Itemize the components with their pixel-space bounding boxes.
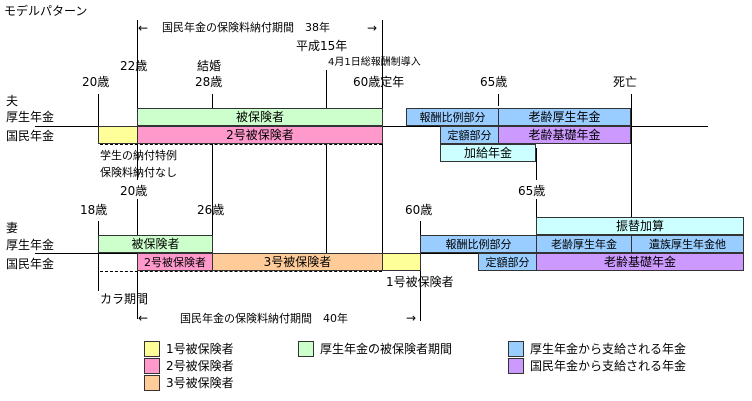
legend-swatch-cat2 xyxy=(144,358,160,374)
legend-cat1: 1号被保険者 xyxy=(166,342,234,356)
student-note: 学生の納付特例 xyxy=(100,149,177,162)
legend-kosei-period: 厚生年金の被保険者期間 xyxy=(320,342,453,356)
husband-rourei-kiso-box: 老齢基礎年金 xyxy=(498,126,631,144)
marriage-label: 結婚 xyxy=(197,59,222,73)
wife-rourei-kosei-box: 老齢厚生年金 xyxy=(536,235,632,253)
line-husband-20 xyxy=(98,94,99,144)
husband-kosei-insured-box: 被保険者 xyxy=(137,108,383,126)
legend-swatch-cat1 xyxy=(144,341,160,357)
wife-furikae-box: 振替加算 xyxy=(536,217,744,235)
arrow-left-icon: ← xyxy=(138,21,149,35)
line-reform xyxy=(326,70,327,270)
reform-label: 4月1日総報酬制導入 xyxy=(328,57,421,68)
husband-age-65: 65歳 xyxy=(480,75,508,89)
husband-dashed-line xyxy=(100,144,382,145)
wife-cat1-box xyxy=(382,253,421,271)
arrow-right-icon: → xyxy=(406,311,417,325)
wife-hoshu-box: 報酬比例部分 xyxy=(420,235,537,253)
legend-swatch-cat3 xyxy=(144,375,160,391)
wife-payment-period: 国民年金の保険料納付期間 40年 xyxy=(180,312,348,325)
legend-kokumin-pay: 国民年金から支給される年金 xyxy=(530,359,687,373)
wife-cat3-box: 3号被保険者 xyxy=(212,253,383,271)
line-husband-60 xyxy=(382,20,383,150)
legend-swatch-kosei-pay xyxy=(508,341,524,357)
death-label: 死亡 xyxy=(613,75,638,89)
husband-rourei-kosei-box: 老齢厚生年金 xyxy=(498,108,631,126)
wife-dashed-line xyxy=(100,271,382,272)
line-husband-22 xyxy=(137,20,138,150)
wife-cat1-label: 1号被保険者 xyxy=(386,275,454,289)
legend-swatch-kokumin-pay xyxy=(508,358,524,374)
wife-age-20: 20歳 xyxy=(120,184,148,198)
wife-izoku-kosei-box: 遺族厚生年金他 xyxy=(631,235,744,253)
line-wife-20-upper xyxy=(137,150,138,180)
kara-period-label: カラ期間 xyxy=(100,292,149,306)
husband-label: 夫 xyxy=(6,94,19,108)
wife-kosei-label: 厚生年金 xyxy=(6,238,55,252)
husband-teigaku-box: 定額部分 xyxy=(440,126,499,144)
line-death xyxy=(631,94,632,217)
wife-teigaku-box: 定額部分 xyxy=(478,253,537,271)
no-payment-note: 保険料納付なし xyxy=(100,166,177,179)
retirement-age-label: 60歳定年 xyxy=(353,75,405,89)
wife-age-60: 60歳 xyxy=(405,203,433,217)
legend-swatch-kosei-period xyxy=(298,341,314,357)
legend-kosei-pay: 厚生年金から支給される年金 xyxy=(530,342,687,356)
husband-cat2-box: 2号被保険者 xyxy=(137,126,383,144)
wife-label: 妻 xyxy=(6,221,19,235)
line-wife-65 xyxy=(536,199,537,217)
reform-year: 平成15年 xyxy=(296,39,348,53)
wife-kokumin-label: 国民年金 xyxy=(6,257,55,271)
diagram-title: モデルパターン xyxy=(4,4,88,18)
husband-kakyu-box: 加給年金 xyxy=(440,144,536,162)
line-husband-60-lower xyxy=(382,150,383,270)
arrow-right-icon: → xyxy=(367,21,378,35)
husband-payment-period: 国民年金の保険料納付期間 38年 xyxy=(162,21,330,34)
husband-age-28: 28歳 xyxy=(195,75,223,89)
line-wife-18 xyxy=(98,221,99,291)
legend-cat2: 2号被保険者 xyxy=(166,359,234,373)
line-wife-60 xyxy=(420,221,421,321)
wife-age-18: 18歳 xyxy=(80,203,108,217)
legend-cat3: 3号被保険者 xyxy=(166,376,234,390)
wife-age-65: 65歳 xyxy=(518,184,546,198)
wife-age-26: 26歳 xyxy=(197,203,225,217)
husband-student-period-box xyxy=(98,126,138,144)
husband-hoshu-box: 報酬比例部分 xyxy=(406,108,499,126)
wife-kosei-insured-box: 被保険者 xyxy=(98,235,213,253)
arrow-left-icon: ← xyxy=(138,311,149,325)
wife-rourei-kiso-box: 老齢基礎年金 xyxy=(536,253,744,271)
line-wife-65-upper xyxy=(536,148,537,180)
husband-age-20: 20歳 xyxy=(82,75,110,89)
husband-kokumin-label: 国民年金 xyxy=(6,129,55,143)
wife-cat2-box: 2号被保険者 xyxy=(137,253,213,271)
husband-kosei-label: 厚生年金 xyxy=(6,110,55,124)
line-husband-65 xyxy=(498,94,499,106)
husband-age-22: 22歳 xyxy=(120,59,148,73)
line-husband-28 xyxy=(212,94,213,269)
